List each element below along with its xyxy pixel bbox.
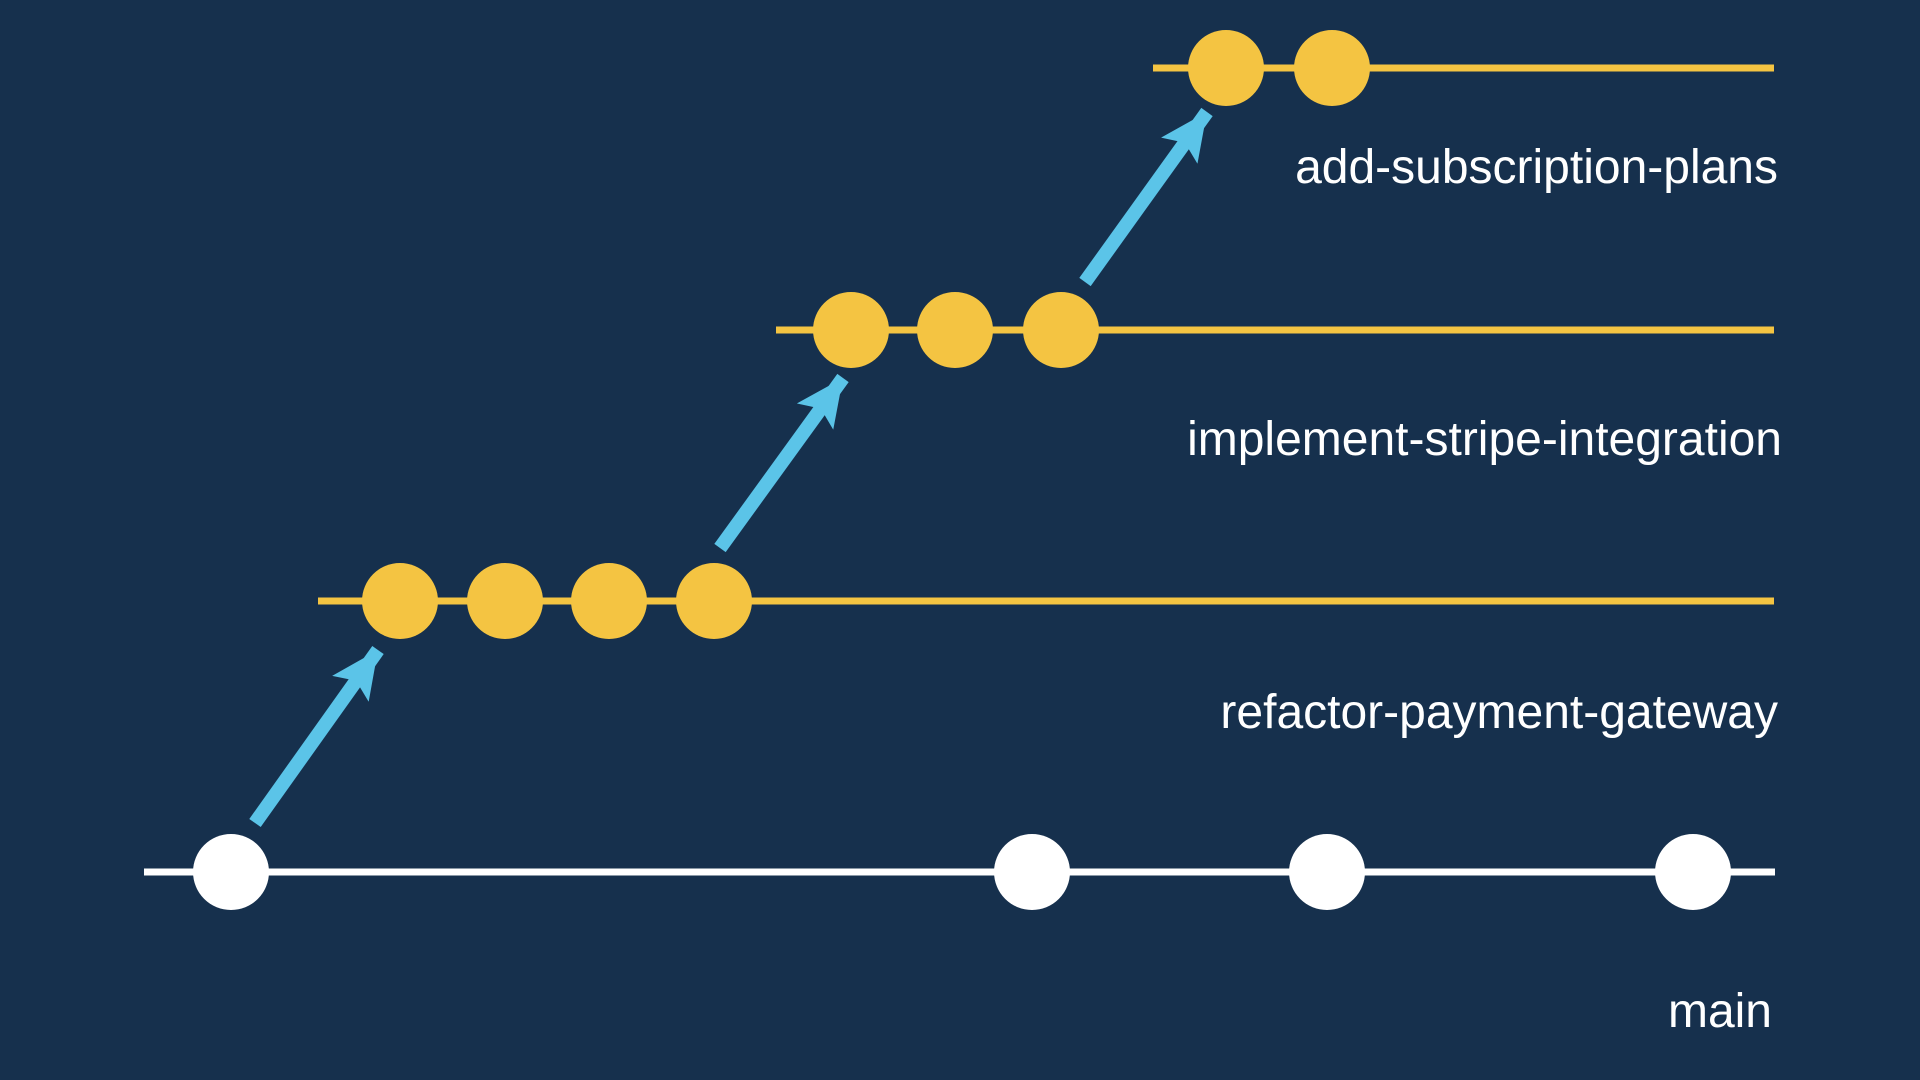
branch-implement-stripe-integration [776, 292, 1774, 368]
branch-off-arrow [249, 645, 384, 828]
branch-refactor-payment-gateway [318, 563, 1774, 639]
branch-label-add-subscription-plans: add-subscription-plans [1295, 141, 1778, 194]
commit-node [362, 563, 438, 639]
branch-arrows-layer [249, 107, 1213, 828]
commit-node [1294, 30, 1370, 106]
commit-node [467, 563, 543, 639]
branch-main [144, 834, 1775, 910]
commit-node [813, 292, 889, 368]
commit-node [676, 563, 752, 639]
branch-label-refactor-payment-gateway: refactor-payment-gateway [1220, 686, 1778, 739]
commit-node [571, 563, 647, 639]
branch-label-implement-stripe-integration: implement-stripe-integration [1187, 413, 1782, 466]
commit-node [1188, 30, 1264, 106]
branch-off-arrow [1079, 107, 1213, 287]
branch-labels-layer: add-subscription-plans implement-stripe-i… [1187, 141, 1782, 1038]
commit-node [1289, 834, 1365, 910]
branch-label-main: main [1668, 985, 1772, 1038]
branch-add-subscription-plans [1153, 30, 1774, 106]
branch-off-arrow [714, 373, 849, 553]
commit-node [1023, 292, 1099, 368]
commit-node [193, 834, 269, 910]
commit-node [917, 292, 993, 368]
commit-node [994, 834, 1070, 910]
branches-layer [144, 30, 1775, 910]
commit-node [1655, 834, 1731, 910]
